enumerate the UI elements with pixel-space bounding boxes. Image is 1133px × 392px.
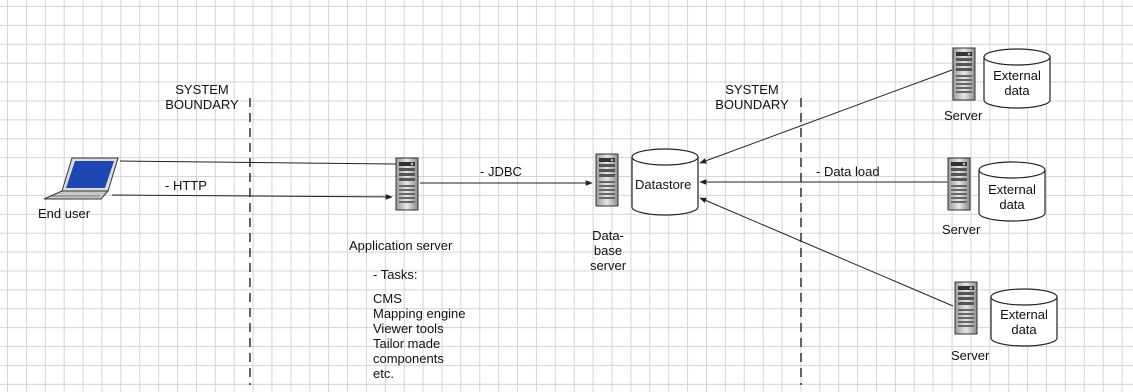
- top-server-icon: [952, 47, 976, 101]
- bottom-server-label: Server: [951, 348, 990, 363]
- middle-external-data-cylinder: [978, 161, 1046, 222]
- data-load-label: - Data load: [816, 164, 880, 179]
- datastore-label: Datastore: [635, 177, 692, 192]
- laptop-to-app-top-line: [119, 160, 397, 165]
- tasks-heading: - Tasks:: [373, 267, 418, 282]
- bottom-external-data-cylinder: [990, 288, 1058, 347]
- boundary-right-line1: SYSTEM: [725, 82, 779, 97]
- boundary-right-line2: BOUNDARY: [715, 97, 789, 112]
- laptop-icon: [43, 157, 119, 200]
- db-server-line1: Data-: [592, 228, 624, 243]
- database-server-icon: [595, 153, 619, 207]
- top-server-arrow: [699, 69, 953, 164]
- task-item: etc.: [373, 366, 394, 381]
- top-external-line2: data: [1004, 83, 1030, 98]
- task-item: Tailor made: [373, 336, 441, 351]
- task-item: components: [373, 351, 444, 366]
- top-external-data-label: External data: [985, 68, 1049, 98]
- application-server-label: Application server: [349, 238, 453, 253]
- top-external-data-cylinder: [983, 48, 1051, 109]
- middle-server-label: Server: [942, 222, 981, 237]
- database-server-label: Data- base server: [578, 228, 638, 273]
- http-arrow: [111, 194, 393, 200]
- top-server-label: Server: [944, 108, 983, 123]
- middle-external-data-label: External data: [980, 182, 1044, 212]
- task-item: CMS: [373, 291, 402, 306]
- datastore-cylinder: [631, 148, 699, 216]
- bottom-external-data-label: External data: [992, 307, 1056, 337]
- task-item: Viewer tools: [373, 321, 444, 336]
- jdbc-label: - JDBC: [480, 164, 522, 179]
- end-user-label: End user: [38, 206, 91, 221]
- boundary-left-line1: SYSTEM: [175, 82, 229, 97]
- bottom-external-line1: External: [1000, 307, 1048, 322]
- middle-external-line2: data: [999, 197, 1025, 212]
- tasks-block: - Tasks: CMS Mapping engine Viewer tools…: [373, 267, 466, 381]
- middle-external-line1: External: [988, 182, 1036, 197]
- top-external-line1: External: [993, 68, 1041, 83]
- bottom-external-line2: data: [1011, 322, 1037, 337]
- task-item: Mapping engine: [373, 306, 466, 321]
- system-boundary-right-label: SYSTEM BOUNDARY: [707, 82, 797, 112]
- middle-server-icon: [947, 157, 971, 211]
- db-server-line3: server: [589, 258, 627, 273]
- http-label: - HTTP: [165, 178, 207, 193]
- bottom-server-arrow: [699, 197, 954, 307]
- boundary-left-line2: BOUNDARY: [165, 97, 239, 112]
- application-server-icon: [395, 157, 419, 211]
- system-boundary-left-label: SYSTEM BOUNDARY: [157, 82, 247, 112]
- db-server-line2: base: [593, 243, 623, 258]
- bottom-server-icon: [954, 281, 978, 335]
